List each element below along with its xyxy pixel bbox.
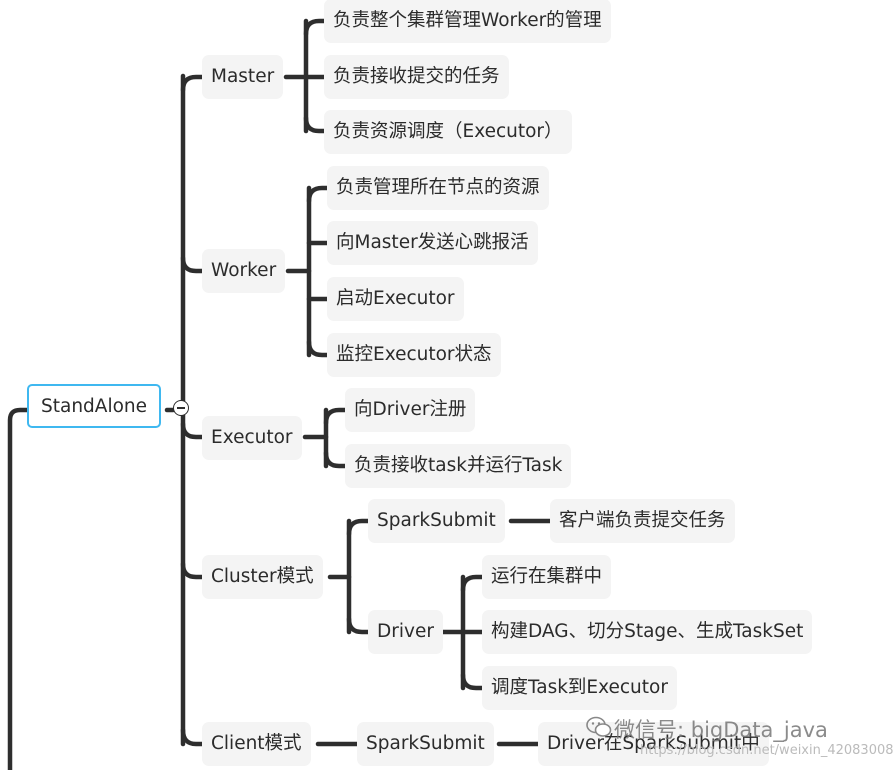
csdn-url-watermark: https://blog.csdn.net/weixin_42083008 (640, 743, 894, 758)
wechat-icon (586, 716, 612, 737)
node-worker-child[interactable]: 监控Executor状态 (327, 333, 501, 377)
node-master-child[interactable]: 负责整个集群管理Worker的管理 (324, 0, 611, 43)
node-master-child[interactable]: 负责资源调度（Executor） (324, 110, 572, 154)
node-client-mode[interactable]: Client模式 (202, 722, 311, 766)
node-executor[interactable]: Executor (202, 416, 302, 460)
root-node-standalone[interactable]: StandAlone (27, 384, 162, 428)
node-client-driver[interactable]: Driver在SparkSubmit中 (538, 722, 769, 766)
node-worker[interactable]: Worker (202, 249, 286, 293)
node-executor-child[interactable]: 负责接收task并运行Task (345, 444, 572, 488)
node-driver-child[interactable]: 运行在集群中 (482, 555, 612, 599)
node-driver-child[interactable]: 调度Task到Executor (482, 666, 677, 710)
node-client-sparksubmit[interactable]: SparkSubmit (357, 722, 494, 766)
node-driver-child[interactable]: 构建DAG、切分Stage、生成TaskSet (482, 610, 813, 654)
collapse-toggle-icon[interactable] (173, 400, 189, 416)
node-master-child[interactable]: 负责接收提交的任务 (324, 55, 509, 99)
node-cluster-mode[interactable]: Cluster模式 (202, 555, 323, 599)
node-cluster-sparksubmit[interactable]: SparkSubmit (368, 499, 505, 543)
wechat-watermark: 微信号: bigData_java (614, 718, 828, 742)
node-cluster-driver[interactable]: Driver (368, 610, 443, 654)
node-master[interactable]: Master (202, 55, 284, 99)
node-cluster-sparksubmit-child[interactable]: 客户端负责提交任务 (550, 499, 735, 543)
node-worker-child[interactable]: 负责管理所在节点的资源 (327, 166, 549, 210)
node-worker-child[interactable]: 向Master发送心跳报活 (327, 221, 538, 265)
node-executor-child[interactable]: 向Driver注册 (345, 388, 476, 432)
trunk-line (7, 407, 31, 770)
node-worker-child[interactable]: 启动Executor (327, 277, 464, 321)
